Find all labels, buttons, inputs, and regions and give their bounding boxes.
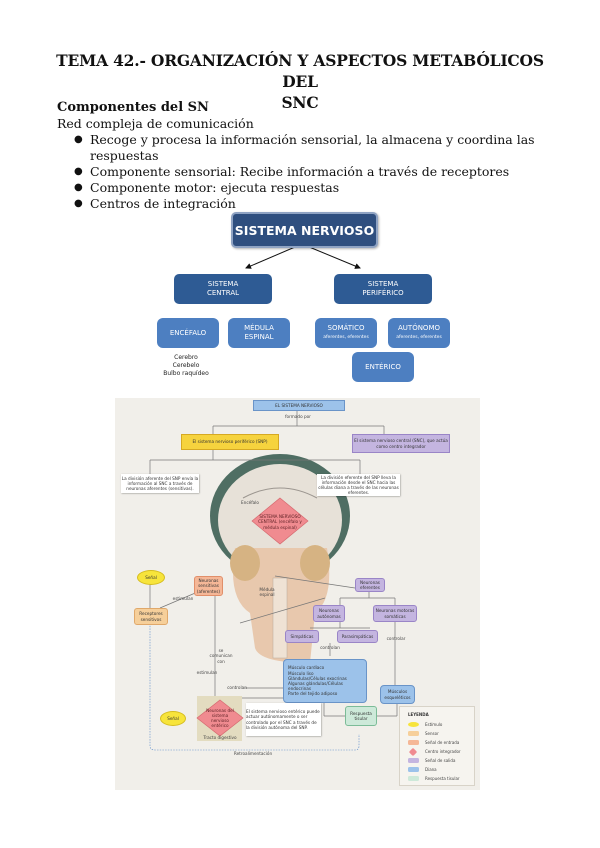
legend-item: Centro integrador <box>408 747 472 756</box>
fig-aferente-note: La división aferente del SNP envía la in… <box>121 474 199 493</box>
fig-controlan2-label: controlan <box>227 685 247 691</box>
fig-retroalimentacion: Retroalimentación <box>233 751 273 757</box>
legend-swatch <box>408 767 419 772</box>
title-line-1: TEMA 42.- ORGANIZACIÓN Y ASPECTOS METABÓ… <box>56 51 544 91</box>
fig-receptores: Receptores sensitivos <box>134 608 168 625</box>
encefalo-parts-list: Cerebro Cerebelo Bulbo raquídeo <box>163 354 209 377</box>
figure-connectors <box>149 408 398 717</box>
org-sistema-periferico: SISTEMA PERIFÉRICO <box>334 274 432 304</box>
fig-formado-por: formado por <box>285 414 311 420</box>
bullet-icon: ● <box>74 134 83 145</box>
fig-estimulan2-label: estimulan <box>196 670 218 676</box>
fig-snc-box: El sistema nervioso central (SNC), que a… <box>352 434 450 453</box>
section-heading: Componentes del SN <box>57 100 209 115</box>
org-somatico: SOMÁTICO aferentes, eferentes <box>315 318 377 348</box>
nervous-system-figure: EL SISTEMA NERVIOSO formado por El siste… <box>115 398 480 790</box>
fig-parasimpaticas: Parasimpáticas <box>337 630 378 643</box>
title-line-2: SNC <box>281 93 319 112</box>
enteric-diamond <box>196 699 244 737</box>
bullet-list: ●Recoge y procesa la información sensori… <box>57 132 557 212</box>
org-enterico: ENTÉRICO <box>352 352 414 382</box>
org-medula-espinal: MÉDULA ESPINAL <box>228 318 290 348</box>
legend-item: Sensor <box>408 730 472 737</box>
list-item: ●Recoge y procesa la información sensori… <box>74 132 535 163</box>
fig-enterico-note: El sistema nervioso entérico puede actua… <box>246 703 321 736</box>
fig-snc-diamond-label: SISTEMA NERVIOSO CENTRAL (encéfalo y méd… <box>258 514 302 530</box>
fig-controlan-label: controlan <box>320 645 340 651</box>
bullet-icon: ● <box>74 182 83 193</box>
legend-swatch <box>408 740 419 745</box>
fig-musculos-esqueleticos: Músculos esqueléticos <box>380 685 415 704</box>
fig-medula-label: Médula espinal <box>259 586 275 597</box>
org-autonomo: AUTÓNOMO aferentes, eferentes <box>388 318 450 348</box>
legend-item: Respuesta tisular <box>408 775 472 782</box>
figure-artwork <box>149 408 398 751</box>
fig-efectores-box: Músculo cardíaco Músculo liso Glándulas/… <box>283 659 367 703</box>
bullet-icon: ● <box>74 166 83 177</box>
legend-swatch <box>408 776 419 781</box>
fig-neuronas-motoras: Neuronas motoras somáticas <box>373 605 417 622</box>
legend-item: Señal de entrada <box>408 739 472 746</box>
legend-swatch <box>408 722 419 727</box>
components-section: Componentes del SN Red compleja de comun… <box>57 100 557 212</box>
legend-swatch <box>408 747 418 756</box>
document-title: TEMA 42.- ORGANIZACIÓN Y ASPECTOS METABÓ… <box>40 50 560 113</box>
fig-estimulan-label: estimulan <box>172 596 194 602</box>
fig-tracto-digestivo: Tracto digestivo <box>203 735 237 741</box>
fig-header: EL SISTEMA NERVIOSO <box>253 400 345 411</box>
list-item: ●Componente motor: ejecuta respuestas <box>74 180 340 195</box>
legend-item: Señal de salida <box>408 757 472 764</box>
list-item: ●Componente sensorial: Recibe informació… <box>74 164 510 179</box>
figure-legend: LEYENDA Estímulo Sensor Señal de entrada… <box>399 706 475 786</box>
fig-senal-enterica: Señal <box>160 711 186 726</box>
list-item: ●Centros de integración <box>74 196 236 211</box>
fig-eferente-note: La división eferente del SNP lleva la in… <box>317 474 400 496</box>
fig-enterico-neuronas: Neuronas del sistema nervioso entérico <box>206 707 234 729</box>
legend-swatch <box>408 758 419 763</box>
snc-diamond <box>251 497 309 545</box>
legend-item: Diana <box>408 766 472 773</box>
intro-text: Red compleja de comunicación <box>57 116 254 131</box>
fig-controlar-label: controlar <box>386 636 406 642</box>
fig-neuronas-sensitivas: Neuronas sensitivas (aferentes) <box>194 576 223 596</box>
org-encefalo: ENCÉFALO <box>157 318 219 348</box>
fig-encefalo-label: Encéfalo <box>241 500 259 506</box>
fig-snp-box: El sistema nervioso periférico (SNP) <box>181 434 279 450</box>
bullet-icon: ● <box>74 198 83 209</box>
legend-item: Estímulo <box>408 721 472 728</box>
fig-neuronas-eferentes: Neuronas eferentes <box>355 578 385 592</box>
fig-simpaticas: Simpáticas <box>285 630 319 643</box>
org-sistema-central: SISTEMA CENTRAL <box>174 274 272 304</box>
fig-senal: Señal <box>137 570 165 585</box>
feedback-loop <box>149 623 360 751</box>
org-root-sistema-nervioso: SISTEMA NERVIOSO <box>231 212 378 248</box>
fig-se-comunican-label: se comunican con <box>209 648 233 664</box>
legend-swatch <box>408 731 419 736</box>
fig-respuesta-tisular: Respuesta tisular <box>345 706 377 726</box>
fig-neuronas-autonomas: Neuronas autónomas <box>313 605 345 622</box>
